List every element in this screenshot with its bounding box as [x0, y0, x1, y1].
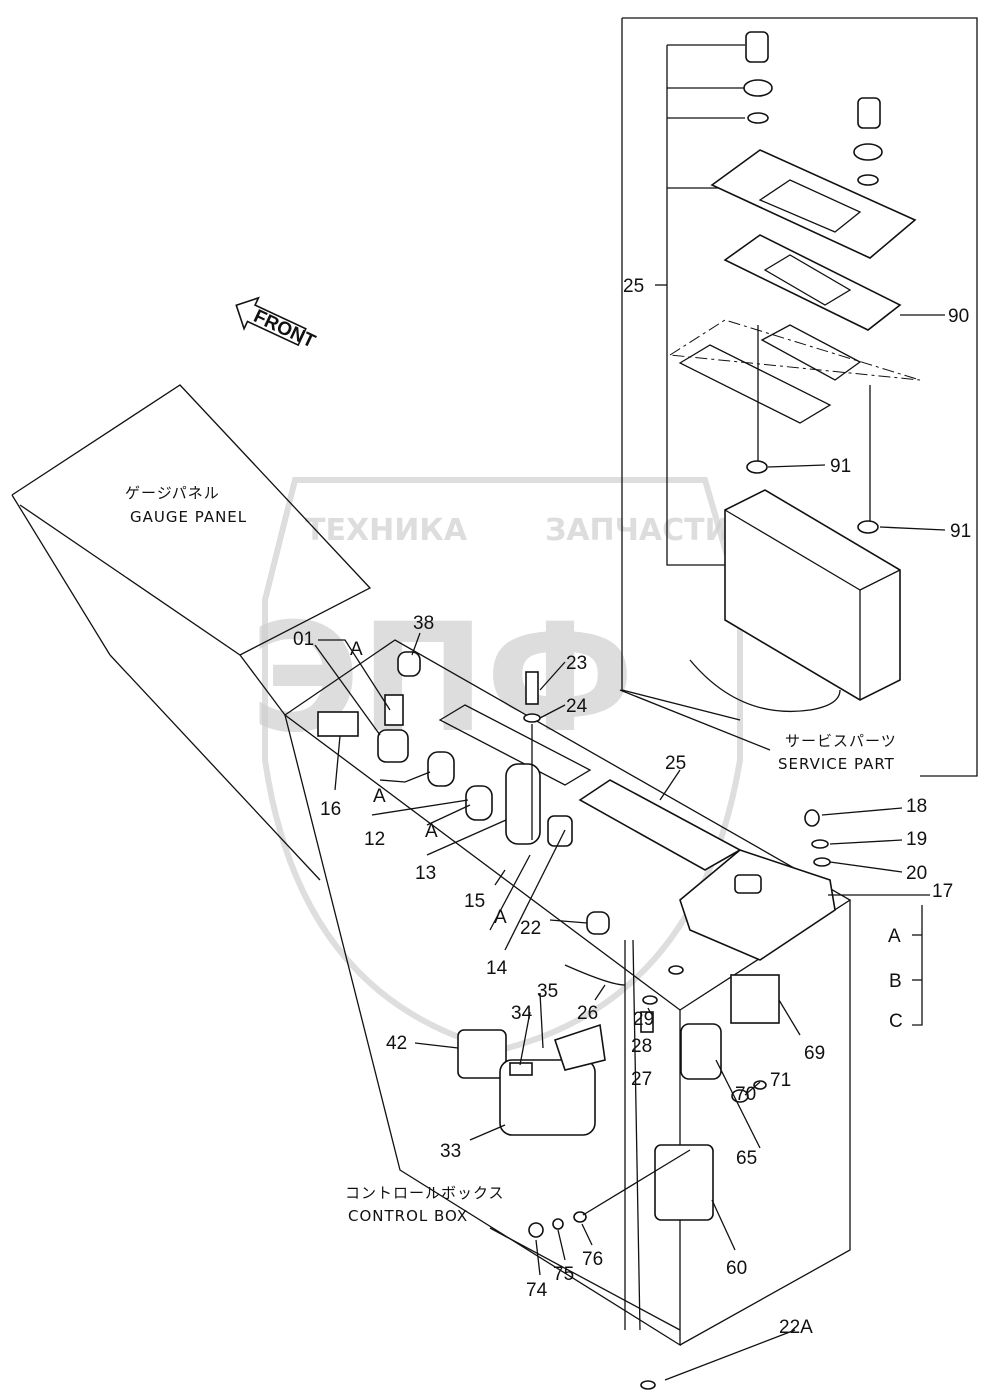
- switch: [317, 711, 359, 737]
- part-number: 22A: [779, 1317, 813, 1338]
- control-box-caption-en: CONTROL BOX: [348, 1207, 468, 1225]
- part-number: 16: [320, 799, 341, 820]
- gauge-panel-caption-en: GAUGE PANEL: [130, 508, 247, 526]
- part-number: 18: [906, 796, 927, 817]
- part-number: 76: [582, 1249, 603, 1270]
- part-number: 13: [415, 863, 436, 884]
- part-number: 29: [633, 1009, 654, 1030]
- knob: [745, 31, 769, 63]
- part-number: 35: [537, 981, 558, 1002]
- knob: [427, 751, 455, 787]
- part-number: 25: [665, 753, 686, 774]
- part-number: 19: [906, 829, 927, 850]
- gauge-panel-caption-jp: ゲージパネル: [125, 484, 220, 502]
- part-number: 14: [486, 958, 508, 979]
- part-number: C: [889, 1011, 903, 1032]
- watermark-text: ЗАПЧАСТИ: [545, 513, 730, 548]
- part-number: 22: [520, 918, 541, 939]
- part-number: 20: [906, 863, 927, 884]
- part-number: 42: [386, 1033, 407, 1054]
- part-number: 28: [631, 1036, 652, 1057]
- knob: [857, 97, 881, 129]
- control-unit: [679, 849, 836, 961]
- gauge-panel: [11, 384, 372, 656]
- part-number: 91: [950, 521, 971, 542]
- flasher: [654, 1144, 714, 1221]
- part-number: 15: [464, 891, 485, 912]
- switch-unit: [724, 489, 901, 701]
- part-number: 24: [566, 696, 588, 717]
- part-number: 90: [948, 306, 969, 327]
- part-number: 75: [553, 1264, 574, 1285]
- front-label: FRONT: [250, 306, 319, 353]
- part-number: 12: [364, 829, 385, 850]
- part-number: 71: [770, 1070, 791, 1091]
- part-number: 01: [293, 629, 314, 650]
- part-number: 74: [526, 1280, 548, 1301]
- part-number: A: [425, 821, 438, 842]
- part-number: 91: [830, 456, 851, 477]
- gasket: [723, 234, 902, 331]
- switch-panel: [578, 779, 742, 871]
- part-number: 33: [440, 1141, 461, 1162]
- part-number: 65: [736, 1148, 757, 1169]
- part-number: A: [888, 926, 901, 947]
- watermark-logo: ЭПФ: [250, 592, 634, 766]
- part-number-labels: 25 90 91 91 01 A 38 23 24 25 16 A 12 A 1…: [293, 276, 971, 1338]
- part-number: 70: [735, 1084, 756, 1105]
- part-number: A: [494, 907, 507, 928]
- part-number: 23: [566, 653, 587, 674]
- part-number: 69: [804, 1043, 825, 1064]
- part-number: 26: [577, 1003, 598, 1024]
- part-number: 60: [726, 1258, 747, 1279]
- part-number: 17: [932, 881, 953, 902]
- cover-plate: [710, 149, 917, 259]
- relay: [730, 974, 780, 1024]
- part-number: 34: [511, 1003, 533, 1024]
- part-number: 27: [631, 1069, 652, 1090]
- relay-box: [499, 1059, 596, 1136]
- service-part-frame: [622, 17, 978, 777]
- indicator: [505, 763, 541, 845]
- front-arrow: FRONT: [235, 296, 319, 353]
- relay: [457, 1029, 507, 1079]
- part-number: 25: [623, 276, 644, 297]
- part-number: B: [889, 971, 902, 992]
- watermark-text: ТЕХНИКА: [305, 513, 468, 548]
- service-part-caption-en: SERVICE PART: [778, 755, 895, 773]
- control-box-caption-jp: コントロールボックス: [345, 1184, 505, 1202]
- service-part-caption-jp: サービスパーツ: [785, 732, 897, 750]
- part-number: A: [373, 786, 386, 807]
- relay: [680, 1023, 722, 1080]
- part-number: A: [350, 639, 363, 660]
- part-number: 38: [413, 613, 434, 634]
